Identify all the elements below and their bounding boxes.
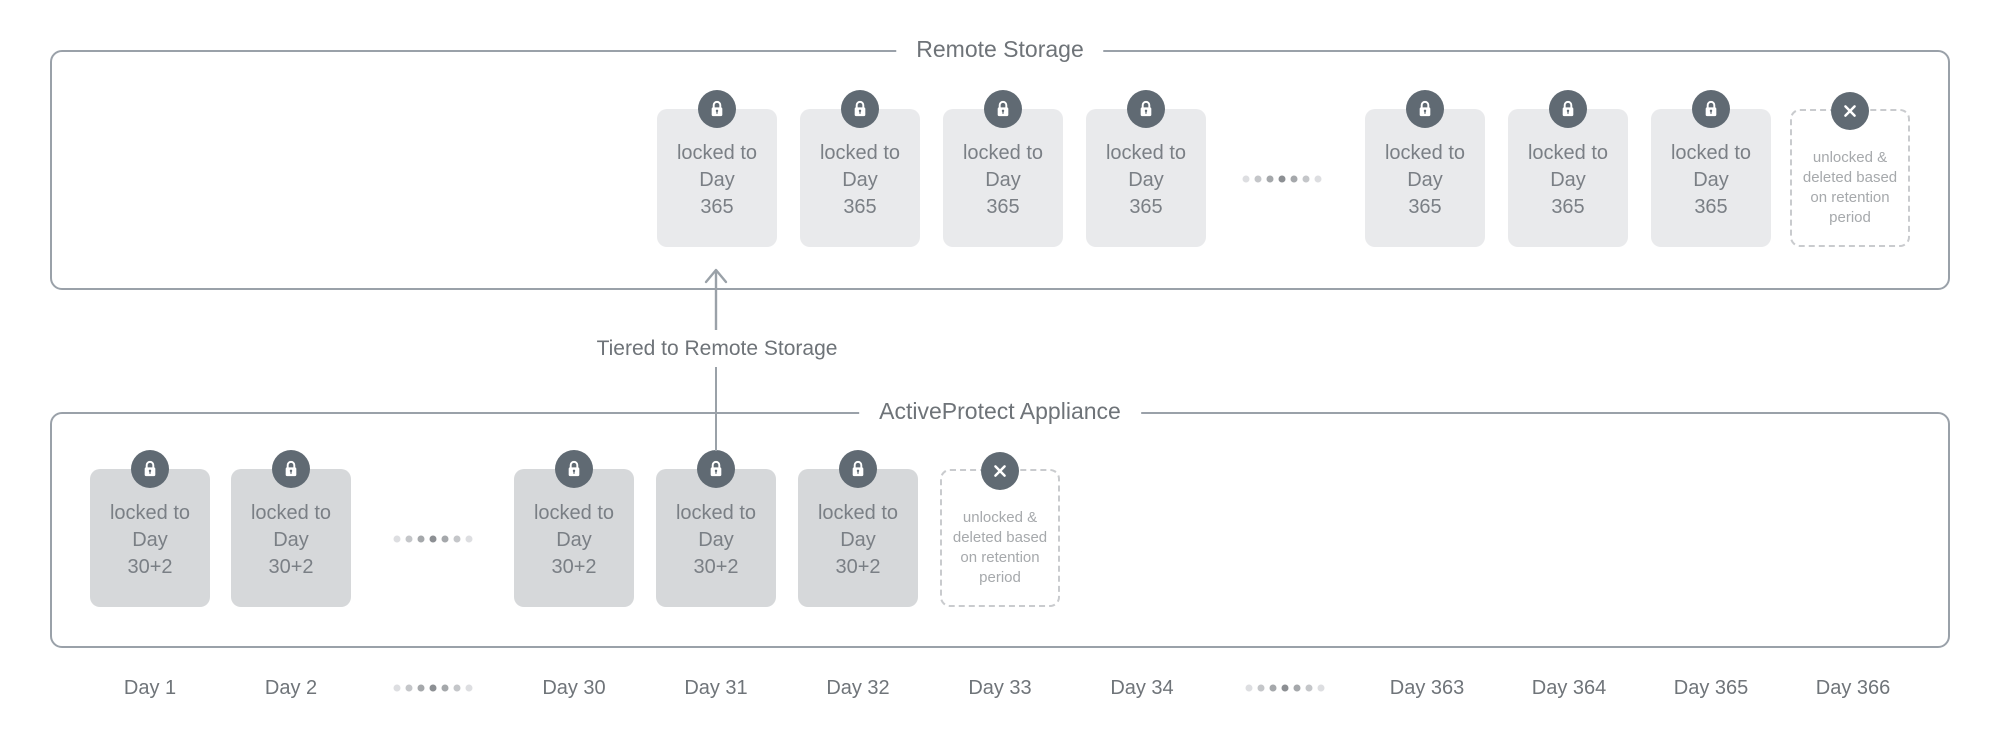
locked-backup-box: locked to Day 30+2 bbox=[514, 450, 634, 607]
lock-icon bbox=[839, 450, 877, 488]
locked-backup-box: locked to Day 30+2 bbox=[656, 450, 776, 607]
locked-backup-box: locked to Day 365 bbox=[1365, 90, 1485, 247]
timeline-day-label: Day 32 bbox=[826, 677, 890, 699]
locked-backup-label: locked to Day 30+2 bbox=[533, 502, 615, 578]
locked-backup-label: locked to Day 365 bbox=[1384, 142, 1466, 218]
ellipsis-icon bbox=[1245, 684, 1325, 692]
locked-backup-label: locked to Day 365 bbox=[1670, 142, 1752, 218]
lock-icon bbox=[555, 450, 593, 488]
locked-backup-label: locked to Day 30+2 bbox=[109, 502, 191, 578]
locked-backup-label: locked to Day 365 bbox=[819, 142, 901, 218]
timeline-day-label: Day 31 bbox=[684, 677, 748, 699]
locked-backup-label: locked to Day 30+2 bbox=[675, 502, 757, 578]
locked-backup-box: locked to Day 365 bbox=[943, 90, 1063, 247]
up-arrow-icon bbox=[704, 268, 728, 330]
locked-backup-box: locked to Day 30+2 bbox=[231, 450, 351, 607]
remote-storage-panel: Remote Storage locked to Day 365 locked … bbox=[50, 36, 1950, 290]
timeline-day-label: Day 363 bbox=[1389, 677, 1465, 699]
ellipsis-icon bbox=[1242, 175, 1322, 183]
timeline-day-label: Day 30 bbox=[542, 677, 606, 699]
unlocked-backup-box: unlocked & deleted based on retention pe… bbox=[940, 452, 1060, 607]
locked-backup-box: locked to Day 365 bbox=[657, 90, 777, 247]
ellipsis-icon bbox=[393, 684, 473, 692]
lock-icon bbox=[131, 450, 169, 488]
locked-backup-box: locked to Day 30+2 bbox=[798, 450, 918, 607]
locked-backup-label: locked to Day 365 bbox=[676, 142, 758, 218]
ellipsis-icon bbox=[393, 535, 473, 543]
timeline-day-label: Day 34 bbox=[1110, 677, 1174, 699]
x-icon bbox=[1831, 92, 1869, 130]
lock-icon bbox=[1549, 90, 1587, 128]
timeline-day-label: Day 1 bbox=[123, 677, 177, 699]
locked-backup-box: locked to Day 365 bbox=[1508, 90, 1628, 247]
lock-icon bbox=[698, 90, 736, 128]
activeprotect-appliance-title: ActiveProtect Appliance bbox=[859, 398, 1141, 424]
tiering-arrow-line bbox=[715, 367, 717, 451]
timeline-day-label: Day 365 bbox=[1673, 677, 1749, 699]
locked-backup-box: locked to Day 30+2 bbox=[90, 450, 210, 607]
locked-backup-box: locked to Day 365 bbox=[1651, 90, 1771, 247]
timeline-day-label: Day 366 bbox=[1815, 677, 1891, 699]
locked-backup-box: locked to Day 365 bbox=[800, 90, 920, 247]
lock-icon bbox=[1127, 90, 1165, 128]
lock-icon bbox=[272, 450, 310, 488]
locked-backup-label: locked to Day 30+2 bbox=[817, 502, 899, 578]
lock-icon bbox=[1692, 90, 1730, 128]
unlocked-backup-label: unlocked & deleted based on retention pe… bbox=[952, 509, 1048, 586]
locked-backup-label: locked to Day 30+2 bbox=[250, 502, 332, 578]
timeline-day-label: Day 33 bbox=[968, 677, 1032, 699]
timeline-day-label: Day 364 bbox=[1531, 677, 1607, 699]
locked-backup-label: locked to Day 365 bbox=[1527, 142, 1609, 218]
activeprotect-appliance-panel: ActiveProtect Appliance locked to Day 30… bbox=[50, 398, 1950, 648]
lock-icon bbox=[984, 90, 1022, 128]
tiering-arrow-label: Tiered to Remote Storage bbox=[588, 337, 846, 361]
lock-icon bbox=[1406, 90, 1444, 128]
unlocked-backup-label: unlocked & deleted based on retention pe… bbox=[1802, 149, 1898, 226]
locked-backup-box: locked to Day 365 bbox=[1086, 90, 1206, 247]
lock-icon bbox=[841, 90, 879, 128]
lock-icon bbox=[697, 450, 735, 488]
locked-backup-label: locked to Day 365 bbox=[1105, 142, 1187, 218]
x-icon bbox=[981, 452, 1019, 490]
timeline-day-label: Day 2 bbox=[264, 677, 318, 699]
locked-backup-label: locked to Day 365 bbox=[962, 142, 1044, 218]
remote-storage-title: Remote Storage bbox=[896, 36, 1104, 62]
unlocked-backup-box: unlocked & deleted based on retention pe… bbox=[1790, 92, 1910, 247]
